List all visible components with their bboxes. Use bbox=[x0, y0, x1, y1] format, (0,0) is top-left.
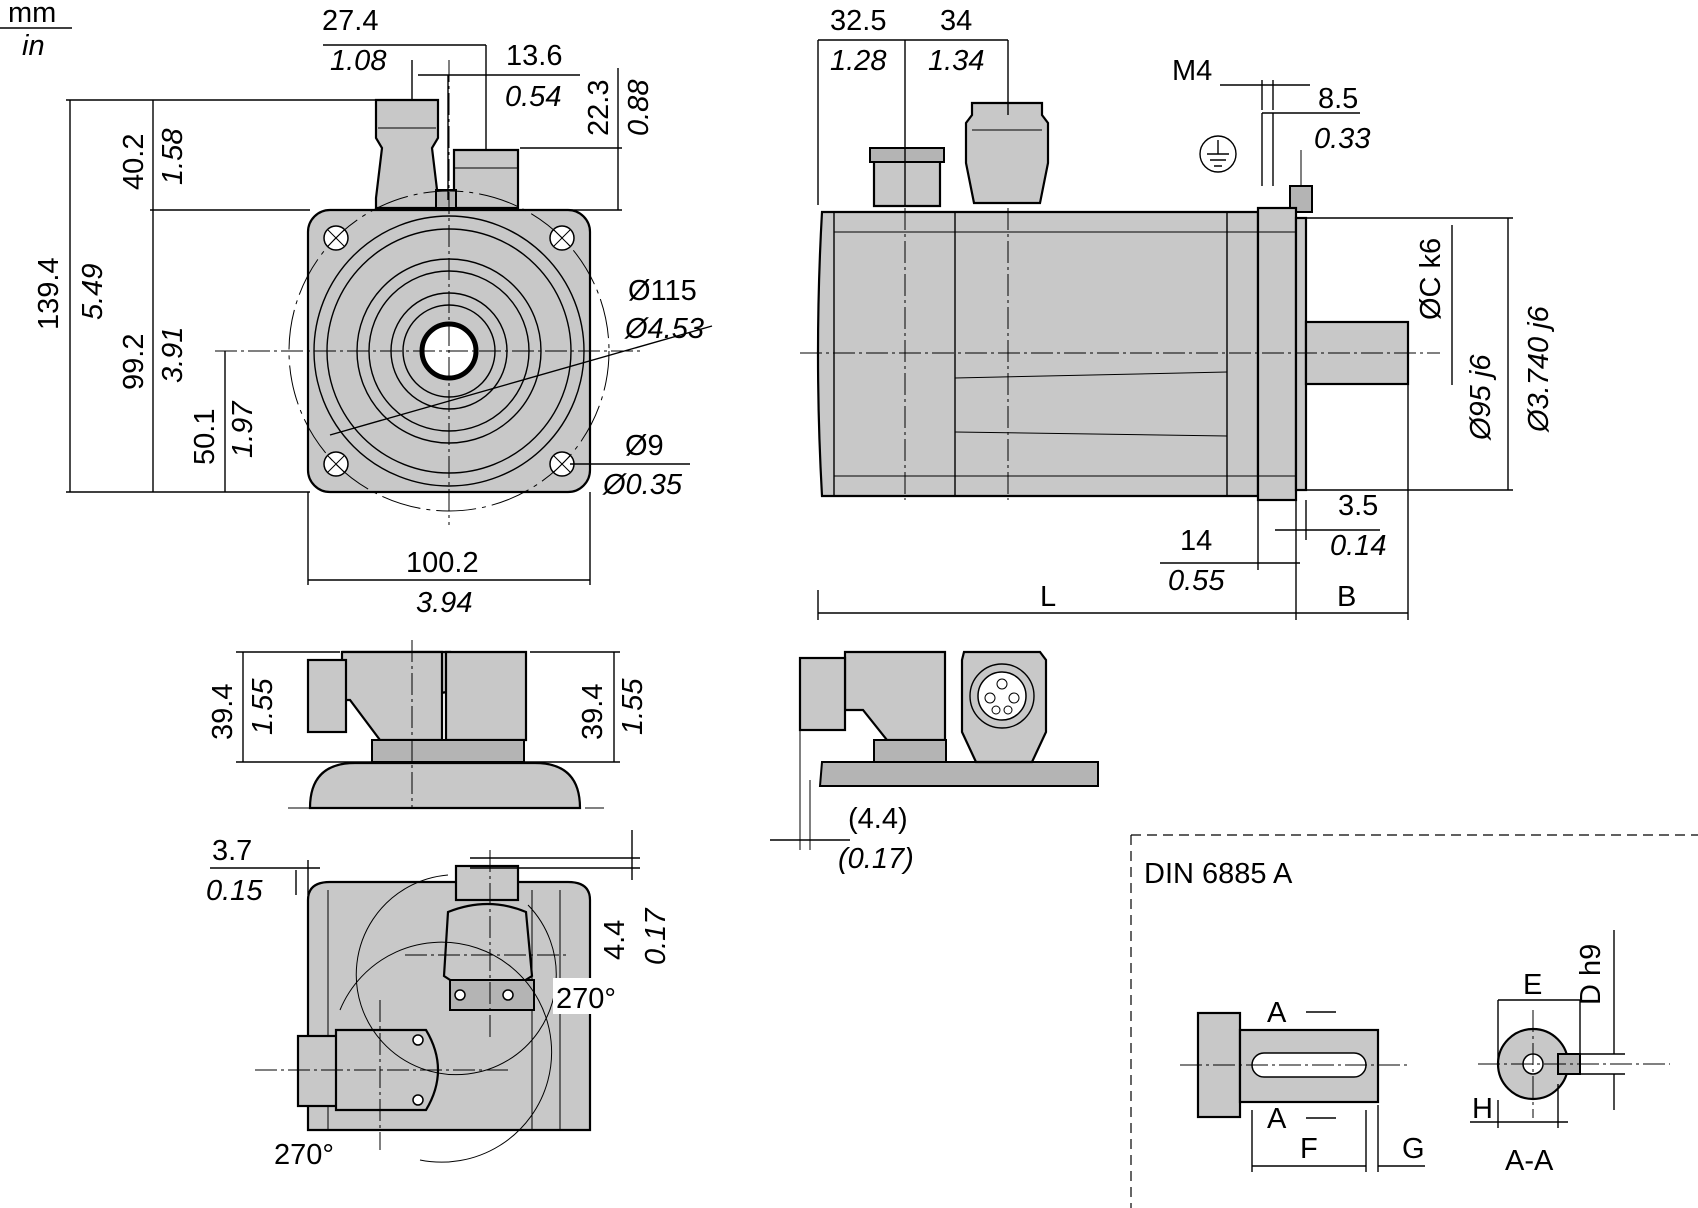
dim-8-5: 8.5 bbox=[1318, 83, 1358, 115]
dim-32-5: 32.5 bbox=[830, 5, 886, 37]
units-legend: mm in bbox=[0, 0, 72, 62]
dim-39-4-right: 39.4 bbox=[577, 684, 609, 740]
dim-dia-9: Ø9 bbox=[625, 430, 664, 462]
dim-dia-115: Ø115 bbox=[628, 275, 697, 307]
dim-dia-95-j6: Ø95 j6 bbox=[1465, 354, 1497, 441]
connector-elevation-left: 39.4 1.55 39.4 1.55 bbox=[207, 640, 649, 810]
dim-0-88: 0.88 bbox=[623, 80, 655, 136]
dim-22-3: 22.3 bbox=[583, 80, 615, 136]
unit-in: in bbox=[22, 30, 45, 62]
dim-3-7: 3.7 bbox=[212, 835, 252, 867]
key-detail-din-6885-a: DIN 6885 A A A F G E D h9 H bbox=[1130, 834, 1698, 1208]
dim-1-55-left: 1.55 bbox=[247, 678, 279, 735]
dim-G: G bbox=[1402, 1133, 1425, 1165]
dim-0-14: 0.14 bbox=[1330, 530, 1386, 562]
dim-dia-4-53: Ø4.53 bbox=[624, 313, 704, 345]
dim-D-h9: D h9 bbox=[1575, 944, 1607, 1005]
dim-1-08: 1.08 bbox=[330, 45, 386, 77]
dim-0-54: 0.54 bbox=[505, 81, 561, 113]
dim-27-4: 27.4 bbox=[322, 5, 378, 37]
connector-elevation-right: (4.4) (0.17) bbox=[770, 650, 1099, 875]
dim-m4: M4 bbox=[1172, 55, 1212, 87]
dim-dia-c-k6: ØC k6 bbox=[1415, 238, 1447, 320]
dim-50-1: 50.1 bbox=[189, 409, 221, 465]
dim-dia-0-35: Ø0.35 bbox=[602, 469, 683, 501]
rotation-270-bottom: 270° bbox=[274, 1139, 334, 1171]
dim-E: E bbox=[1523, 969, 1542, 1001]
dim-139-4: 139.4 bbox=[33, 257, 65, 330]
dim-1-28: 1.28 bbox=[830, 45, 886, 77]
dim-13-6: 13.6 bbox=[506, 40, 562, 72]
dim-3-5: 3.5 bbox=[1338, 490, 1378, 522]
dim-1-55-right: 1.55 bbox=[617, 678, 649, 735]
dim-H: H bbox=[1472, 1093, 1493, 1125]
dim-34: 34 bbox=[940, 5, 972, 37]
front-view: 27.4 1.08 13.6 0.54 22.3 0.88 139.4 5.49… bbox=[33, 5, 713, 619]
dim-0-17: 0.17 bbox=[640, 907, 672, 965]
dim-100-2: 100.2 bbox=[406, 547, 479, 579]
unit-mm: mm bbox=[8, 0, 56, 29]
dim-4-4-paren: (4.4) bbox=[848, 803, 908, 835]
dim-14: 14 bbox=[1180, 525, 1212, 557]
dim-99-2: 99.2 bbox=[118, 334, 150, 390]
dim-5-49: 5.49 bbox=[77, 264, 109, 320]
dim-0-17-paren: (0.17) bbox=[838, 843, 914, 875]
dim-39-4-left: 39.4 bbox=[207, 684, 239, 740]
section-mark-a-bottom: A bbox=[1267, 1103, 1287, 1135]
side-view: 32.5 1.28 34 1.34 M4 8.5 0.33 ØC k6 Ø95 … bbox=[800, 5, 1555, 620]
dim-dia-3-740-j6: Ø3.740 j6 bbox=[1523, 305, 1555, 433]
rotation-270-top: 270° bbox=[556, 983, 616, 1015]
dim-1-97: 1.97 bbox=[227, 400, 259, 458]
dim-40-2: 40.2 bbox=[118, 134, 150, 190]
dim-3-94: 3.94 bbox=[416, 587, 472, 619]
top-view: 3.7 0.15 4.4 0.17 270° 270° bbox=[206, 830, 672, 1171]
section-label-a-a: A-A bbox=[1505, 1145, 1554, 1177]
section-mark-a-top: A bbox=[1267, 997, 1287, 1029]
dim-L: L bbox=[1040, 581, 1056, 613]
dim-B: B bbox=[1337, 581, 1356, 613]
dim-F: F bbox=[1300, 1133, 1318, 1165]
dim-0-15: 0.15 bbox=[206, 875, 263, 907]
dim-0-55: 0.55 bbox=[1168, 565, 1225, 597]
dim-1-34: 1.34 bbox=[928, 45, 984, 77]
key-detail-title: DIN 6885 A bbox=[1144, 858, 1293, 890]
dim-0-33: 0.33 bbox=[1314, 123, 1370, 155]
dim-4-4: 4.4 bbox=[599, 920, 631, 960]
dim-3-91: 3.91 bbox=[157, 327, 189, 383]
dim-1-58: 1.58 bbox=[157, 129, 189, 185]
